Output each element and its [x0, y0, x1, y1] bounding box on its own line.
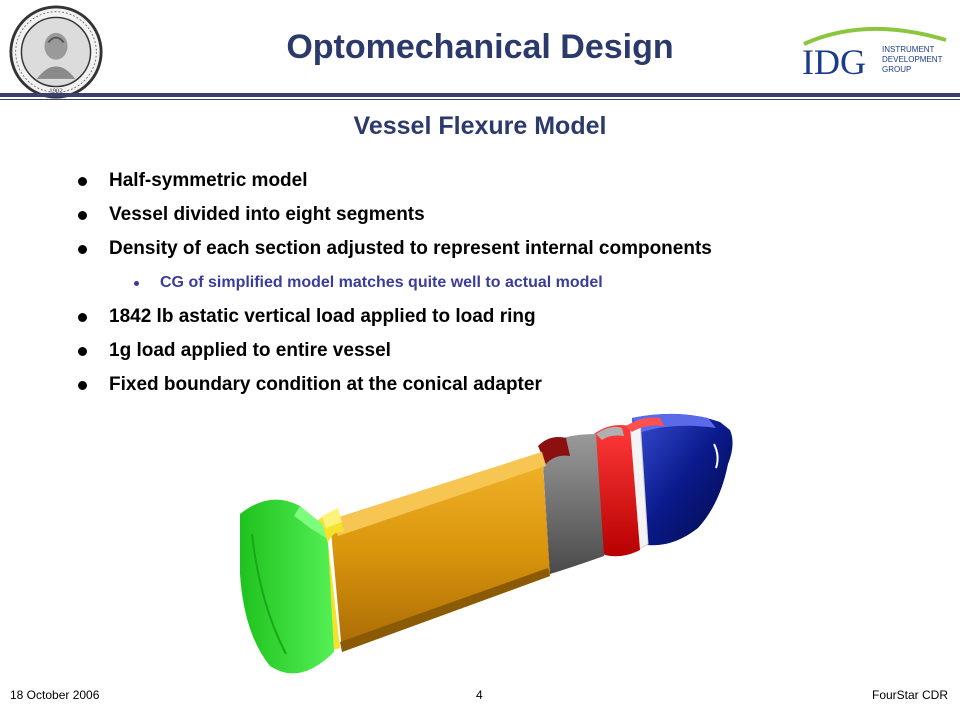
blue-segment: [632, 413, 733, 546]
carnegie-seal-icon: 1902: [9, 5, 103, 99]
logo-line-1: INSTRUMENT: [882, 45, 935, 54]
bullet-item: Density of each section adjusted to repr…: [76, 236, 936, 270]
dark-red-segment: [538, 437, 570, 464]
bullet-dot-icon: [78, 245, 87, 254]
bullet-text: Vessel divided into eight segments: [109, 204, 425, 225]
bullet-text: 1g load applied to entire vessel: [109, 340, 391, 361]
bullet-item: 1842 lb astatic vertical load applied to…: [76, 304, 936, 338]
page-title: Optomechanical Design: [286, 28, 674, 66]
sub-bullet-text: CG of simplified model matches quite wel…: [160, 274, 603, 291]
sub-bullet-dot-icon: [134, 281, 139, 286]
footer-page-number: 4: [476, 688, 483, 702]
sub-bullet-item: CG of simplified model matches quite wel…: [76, 270, 936, 304]
bullet-item: Vessel divided into eight segments: [76, 202, 936, 236]
bullet-dot-icon: [78, 313, 87, 322]
header-divider-thick: [0, 93, 960, 97]
idg-logo-icon: IDG INSTRUMENT DEVELOPMENT GROUP: [802, 26, 947, 82]
footer-event: FourStar CDR: [871, 688, 948, 702]
gray-segment: [542, 434, 604, 574]
logo-line-3: GROUP: [882, 65, 911, 74]
green-segment: [240, 499, 334, 674]
bullet-dot-icon: [78, 177, 87, 186]
bullet-text: Density of each section adjusted to repr…: [109, 238, 712, 259]
bullet-item: Fixed boundary condition at the conical …: [76, 372, 936, 406]
footer-date: 18 October 2006: [10, 688, 100, 702]
vessel-cutaway-model-icon: [240, 413, 733, 674]
orange-segment: [330, 452, 550, 652]
bullet-dot-icon: [78, 211, 87, 220]
bullet-item: Half-symmetric model: [76, 168, 936, 202]
red-segment: [594, 425, 640, 557]
logo-line-2: DEVELOPMENT: [882, 55, 943, 64]
bullet-item: 1g load applied to entire vessel: [76, 338, 936, 372]
bullet-dot-icon: [78, 381, 87, 390]
slide-subtitle: Vessel Flexure Model: [353, 112, 607, 140]
svg-text:1902: 1902: [49, 87, 62, 94]
bullet-dot-icon: [78, 347, 87, 356]
header-divider-thin: [0, 99, 960, 100]
bullet-list: Half-symmetric model Vessel divided into…: [76, 168, 936, 406]
bullet-text: 1842 lb astatic vertical load applied to…: [109, 306, 536, 327]
bullet-text: Half-symmetric model: [109, 170, 308, 191]
bullet-text: Fixed boundary condition at the conical …: [109, 374, 542, 395]
logo-mark: IDG: [802, 42, 866, 82]
